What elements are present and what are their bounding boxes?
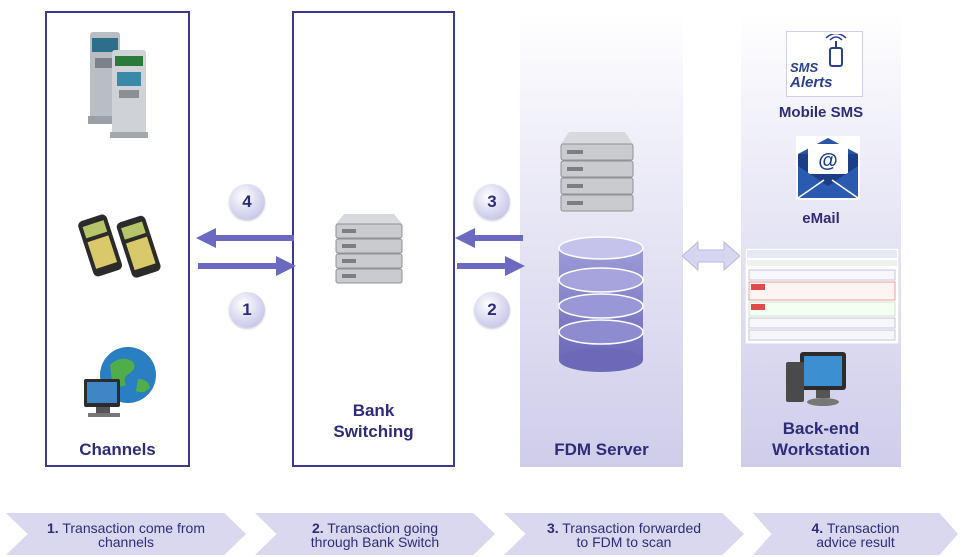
workstation-computer-icon — [786, 352, 846, 406]
arrow-3-to-bank-switch — [455, 228, 523, 248]
backend-workstation-label-line2: Workstation — [772, 440, 870, 459]
step-1-line1: Transaction come from — [62, 520, 205, 536]
step-3-line2: to FDM to scan — [576, 534, 672, 550]
step-4-banner: 4. Transaction advice result — [753, 513, 958, 555]
step-3-number: 3. — [546, 520, 559, 536]
step-2-line1: Transaction going — [327, 520, 439, 536]
step-2-line2: through Bank Switch — [310, 534, 440, 550]
sms-alerts-logo — [786, 31, 863, 97]
email-envelope-icon: @ — [796, 136, 860, 200]
svg-text:@: @ — [818, 150, 838, 172]
email-label: eMail — [802, 210, 840, 227]
computer-globe-icon — [84, 347, 156, 417]
bank-switching-label: Bank Switching — [292, 400, 455, 442]
mobile-sms-label: Mobile SMS — [778, 104, 864, 121]
backend-workstation-label: Back-end Workstation — [741, 418, 901, 460]
step-4-line2: advice result — [816, 534, 895, 550]
bank-switching-label-line2: Switching — [333, 422, 414, 441]
flow-number-2: 2 — [474, 292, 510, 328]
flow-number-4: 4 — [229, 184, 265, 220]
step-4-number: 4. — [811, 520, 824, 536]
arrow-2-to-fdm — [457, 256, 525, 276]
step-4-line1: Transaction — [826, 520, 900, 536]
flow-number-3: 3 — [474, 184, 510, 220]
step-2-number: 2. — [311, 520, 324, 536]
step-3-line1: Transaction forwarded — [562, 520, 702, 536]
sms-logo-text-line2: Alerts — [790, 74, 833, 91]
step-1-line2: channels — [97, 534, 155, 550]
arrow-4-channels — [196, 228, 294, 248]
step-1-number: 1. — [47, 520, 59, 536]
fdm-server-label: FDM Server — [554, 440, 649, 459]
arrow-1-to-bank-switch — [198, 256, 296, 276]
step-1-banner: 1. Transaction come from channels — [6, 513, 246, 555]
phone-signal-icon — [825, 34, 847, 67]
backend-workstation-label-line1: Back-end — [782, 419, 860, 438]
fdm-server-icon — [560, 132, 634, 212]
database-icon — [558, 236, 644, 372]
step-2-banner: 2. Transaction going through Bank Switch — [255, 513, 495, 555]
channels-label: Channels — [79, 440, 156, 459]
bank-switching-label-line1: Bank — [352, 401, 395, 420]
bank-switch-server-icon — [335, 214, 403, 284]
sms-logo-text-line1: SMS — [790, 60, 819, 75]
atm-icon — [88, 32, 148, 138]
flow-number-1: 1 — [229, 292, 265, 328]
step-3-banner: 3. Transaction forwarded to FDM to scan — [504, 513, 744, 555]
pos-terminal-icon — [78, 214, 161, 278]
bidirectional-arrow — [682, 240, 740, 272]
report-screenshot-thumbnail — [745, 248, 899, 344]
